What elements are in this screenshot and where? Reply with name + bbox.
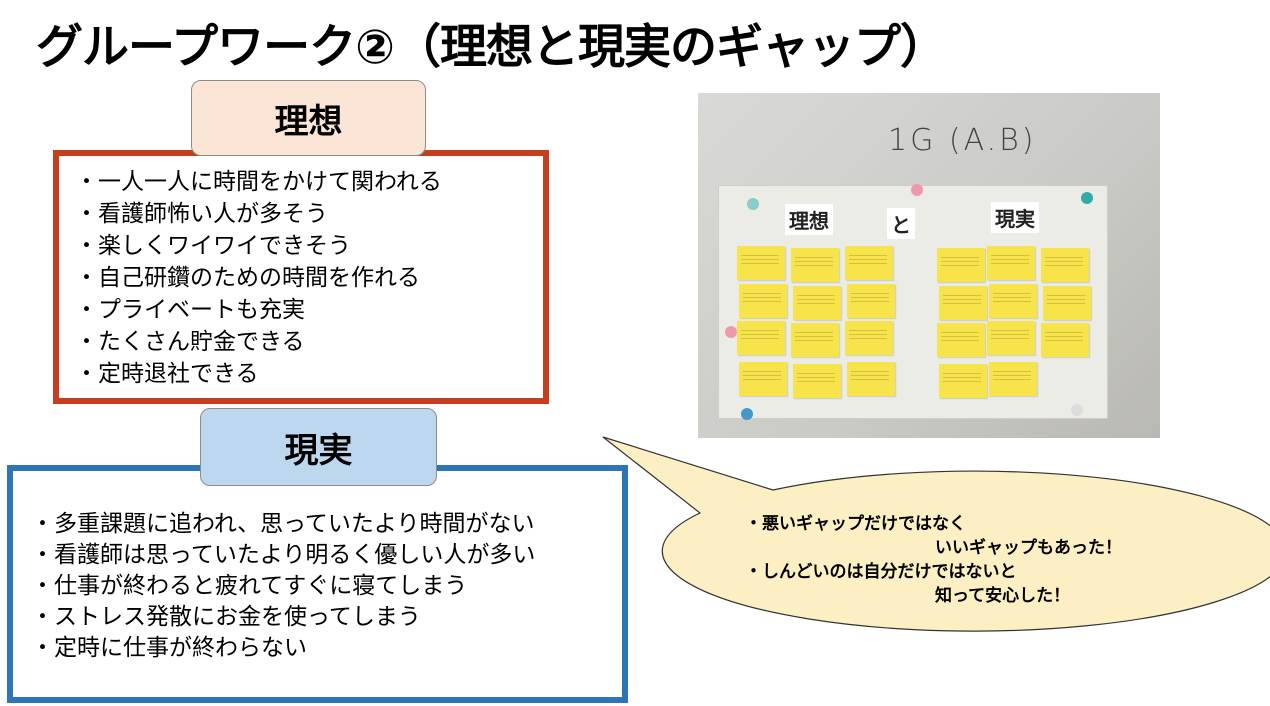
- photo-label-and: と: [887, 208, 915, 239]
- sticky-note: [793, 286, 841, 320]
- sticky-note: [845, 246, 893, 280]
- reality-item: ・定時に仕事が終わらない: [31, 635, 307, 661]
- ideal-item: ・看護師怖い人が多そう: [75, 201, 328, 227]
- magnet-icon: [1071, 404, 1083, 416]
- callout-line: ・しんどいのは自分だけではないと: [745, 562, 1017, 582]
- whiteboard-photo: 1G (A.B) 理想 と 現実: [698, 93, 1160, 438]
- sticky-note: [737, 321, 785, 355]
- sticky-note: [791, 248, 839, 282]
- sticky-note: [737, 246, 785, 280]
- sticky-note: [989, 284, 1037, 318]
- magnet-icon: [741, 408, 753, 420]
- sticky-note: [739, 362, 787, 396]
- reality-heading: 現実: [200, 408, 437, 486]
- ideal-item: ・定時退社できる: [75, 361, 259, 387]
- sticky-note: [1041, 323, 1089, 357]
- sticky-note: [791, 323, 839, 357]
- sticky-note: [939, 286, 987, 320]
- callout-line: いいギャップもあった！: [935, 538, 1122, 558]
- reality-item: ・看護師は思っていたより明るく優しい人が多い: [31, 542, 536, 568]
- magnet-icon: [725, 326, 737, 338]
- callout-line: 知って安心した！: [935, 586, 1071, 606]
- photo-label-ideal: 理想: [785, 204, 833, 235]
- sticky-note: [1041, 248, 1089, 282]
- ideal-item: ・プライベートも充実: [75, 297, 305, 323]
- callout-line: ・悪いギャップだけではなく: [745, 514, 966, 534]
- photo-group-label: 1G (A.B): [888, 123, 1037, 158]
- photo-paper-sheet: 理想 と 現実: [718, 184, 1108, 420]
- reality-item: ・ストレス発散にお金を使ってしまう: [31, 604, 421, 630]
- ideal-heading: 理想: [191, 80, 426, 156]
- slide-title: グループワーク②（理想と現実のギャップ）: [36, 20, 947, 75]
- sticky-note: [937, 323, 985, 357]
- sticky-note: [987, 321, 1035, 355]
- ideal-list-box: ・一人一人に時間をかけて関われる ・看護師怖い人が多そう ・楽しくワイワイできそ…: [53, 150, 549, 404]
- magnet-icon: [747, 198, 759, 210]
- ideal-list: ・一人一人に時間をかけて関われる ・看護師怖い人が多そう ・楽しくワイワイできそ…: [75, 166, 543, 390]
- photo-label-reality: 現実: [991, 202, 1039, 233]
- ideal-item: ・楽しくワイワイできそう: [75, 233, 351, 259]
- ideal-item: ・自己研鑽のための時間を作れる: [75, 265, 420, 291]
- sticky-note: [1043, 286, 1091, 320]
- speech-bubble-shape: [602, 436, 1270, 632]
- reality-item: ・多重課題に追われ、思っていたより時間がない: [31, 511, 535, 537]
- reality-list: ・多重課題に追われ、思っていたより時間がない ・看護師は思っていたより明るく優し…: [31, 509, 622, 664]
- sticky-note: [847, 362, 895, 396]
- sticky-note: [847, 284, 895, 318]
- sticky-note: [939, 364, 987, 398]
- ideal-item: ・たくさん貯金できる: [75, 329, 305, 355]
- magnet-icon: [1081, 192, 1093, 204]
- reality-item: ・仕事が終わると疲れてすぐに寝てしまう: [31, 573, 468, 599]
- sticky-note: [937, 248, 985, 282]
- sticky-note: [987, 246, 1035, 280]
- speech-bubble-text: ・悪いギャップだけではなく いいギャップもあった！ ・しんどいのは自分だけではな…: [745, 512, 1122, 608]
- ideal-item: ・一人一人に時間をかけて関われる: [75, 169, 442, 195]
- magnet-icon: [911, 184, 923, 196]
- sticky-note: [989, 362, 1037, 396]
- sticky-note: [793, 364, 841, 398]
- sticky-note: [739, 284, 787, 318]
- sticky-note: [845, 321, 893, 355]
